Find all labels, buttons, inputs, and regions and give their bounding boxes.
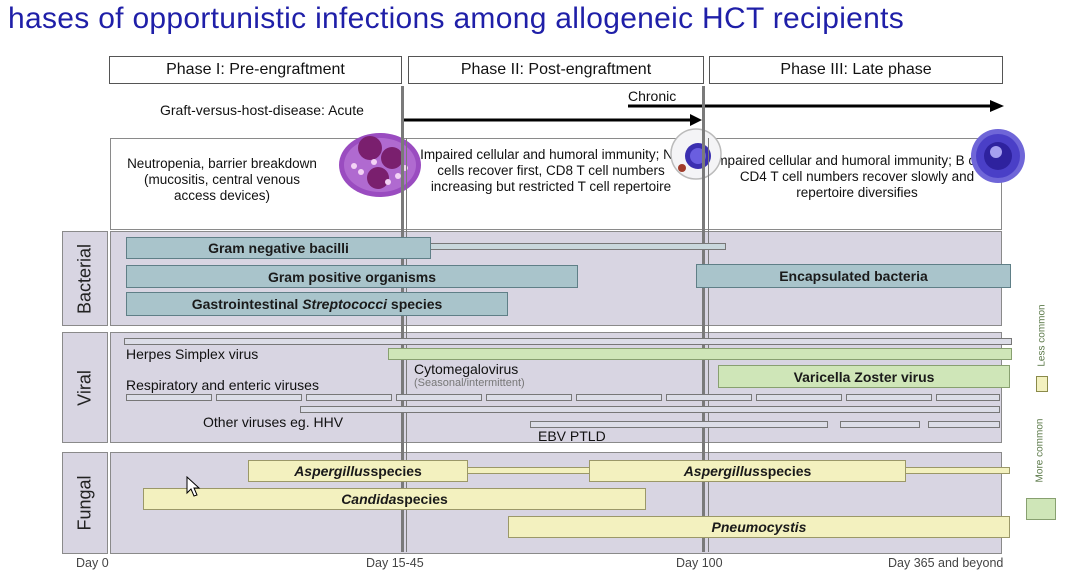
gvhd-label: Graft-versus-host-disease: Acute	[160, 102, 364, 118]
ebv-ptld-label: EBV PTLD	[538, 428, 606, 444]
respiratory-seg	[486, 394, 572, 401]
aspergillus-italic: Aspergillus	[294, 463, 371, 479]
respiratory-seg	[666, 394, 752, 401]
candida-bar: Candida species	[143, 488, 646, 510]
aspergillus-bar-early: Aspergillus species	[248, 460, 468, 482]
neutrophil-icon	[339, 133, 421, 197]
gi-strep-post: species	[390, 296, 443, 312]
vzv-bar: Varicella Zoster virus	[718, 365, 1010, 388]
pneumocystis-bar: Pneumocystis	[508, 516, 1010, 538]
legend-more-common-label: More common	[1034, 418, 1046, 483]
candida-italic: Candida	[341, 491, 397, 507]
bacterial-label: Bacterial	[74, 243, 95, 314]
tick-day-15-45: Day 15-45	[366, 556, 424, 570]
day-100-divider	[702, 86, 705, 552]
aspergillus-italic: Aspergillus	[683, 463, 760, 479]
phase-1-description: Neutropenia, barrier breakdown (mucositi…	[127, 156, 317, 203]
legend-less-common-label: Less common	[1036, 304, 1048, 367]
phase-3-description: Impaired cellular and humoral immunity; …	[712, 153, 1002, 200]
viral-label: Viral	[74, 369, 95, 406]
legend-less-common-swatch	[1036, 376, 1048, 392]
nk-cell-icon	[670, 128, 722, 180]
hsv-bar	[124, 338, 1012, 345]
bacterial-category: Bacterial	[62, 231, 108, 326]
gvhd-label-text: Graft-versus-host-disease:	[160, 102, 325, 118]
day-15-divider	[401, 86, 404, 552]
gi-streptococci-bar: Gastrointestinal Streptococci species	[126, 292, 508, 316]
tick-day-100: Day 100	[676, 556, 723, 570]
day-100-divider-2	[708, 138, 709, 552]
gi-strep-pre: Gastrointestinal	[191, 296, 299, 312]
gi-strep-italic: Streptococci	[302, 296, 388, 312]
respiratory-seg	[396, 394, 482, 401]
tick-day-365: Day 365 and beyond	[888, 556, 1004, 570]
respiratory-seg	[126, 394, 212, 401]
tick-day-0: Day 0	[76, 556, 109, 570]
cmv-note: (Seasonal/intermittent)	[414, 377, 525, 389]
fungal-category: Fungal	[62, 452, 108, 554]
phase-2-header: Phase II: Post-engraftment	[408, 56, 704, 84]
description-box	[110, 138, 1002, 230]
ebv-ptld-seg	[928, 421, 1000, 428]
legend-more-common-swatch	[1026, 498, 1056, 520]
gvhd-acute-label: Acute	[328, 102, 364, 118]
aspergillus-post: species	[759, 463, 812, 479]
candida-post: species	[396, 491, 448, 507]
gram-positive-bar: Gram positive organisms	[126, 265, 578, 288]
fungal-label: Fungal	[74, 475, 95, 531]
aspergillus-tail	[904, 467, 1010, 474]
respiratory-seg	[306, 394, 392, 401]
ebv-ptld-seg	[840, 421, 920, 428]
mouse-cursor-icon	[186, 476, 201, 497]
phase-1-header: Phase I: Pre-engraftment	[109, 56, 402, 84]
respiratory-seg	[216, 394, 302, 401]
phase-3-header: Phase III: Late phase	[709, 56, 1003, 84]
acute-arrow-head	[690, 114, 702, 126]
encapsulated-bacteria-bar: Encapsulated bacteria	[696, 264, 1011, 288]
respiratory-label: Respiratory and enteric viruses	[126, 377, 319, 393]
chronic-arrow-head	[990, 100, 1004, 112]
other-viruses-label: Other viruses eg. HHV	[203, 414, 344, 430]
phase-2-description: Impaired cellular and humoral immunity; …	[420, 147, 682, 194]
gram-negative-tail	[430, 243, 726, 250]
respiratory-seg	[846, 394, 932, 401]
viral-category: Viral	[62, 332, 108, 443]
aspergillus-bar-late: Aspergillus species	[589, 460, 906, 482]
respiratory-seg	[936, 394, 1000, 401]
aspergillus-link	[466, 467, 591, 474]
lymphocyte-icon	[971, 129, 1025, 183]
page-title: hases of opportunistic infections among …	[8, 2, 905, 35]
gram-negative-bar: Gram negative bacilli	[126, 237, 431, 259]
other-viruses-bar	[300, 406, 1000, 413]
aspergillus-post: species	[370, 463, 422, 479]
respiratory-seg	[756, 394, 842, 401]
hsv-label: Herpes Simplex virus	[126, 346, 259, 362]
respiratory-seg	[576, 394, 662, 401]
cmv-label: Cytomegalovirus	[414, 361, 519, 377]
cmv-bar	[388, 348, 1012, 360]
gvhd-chronic-label: Chronic	[628, 88, 677, 104]
ebv-ptld-bar	[530, 421, 828, 428]
day-15-divider-2	[406, 138, 407, 552]
